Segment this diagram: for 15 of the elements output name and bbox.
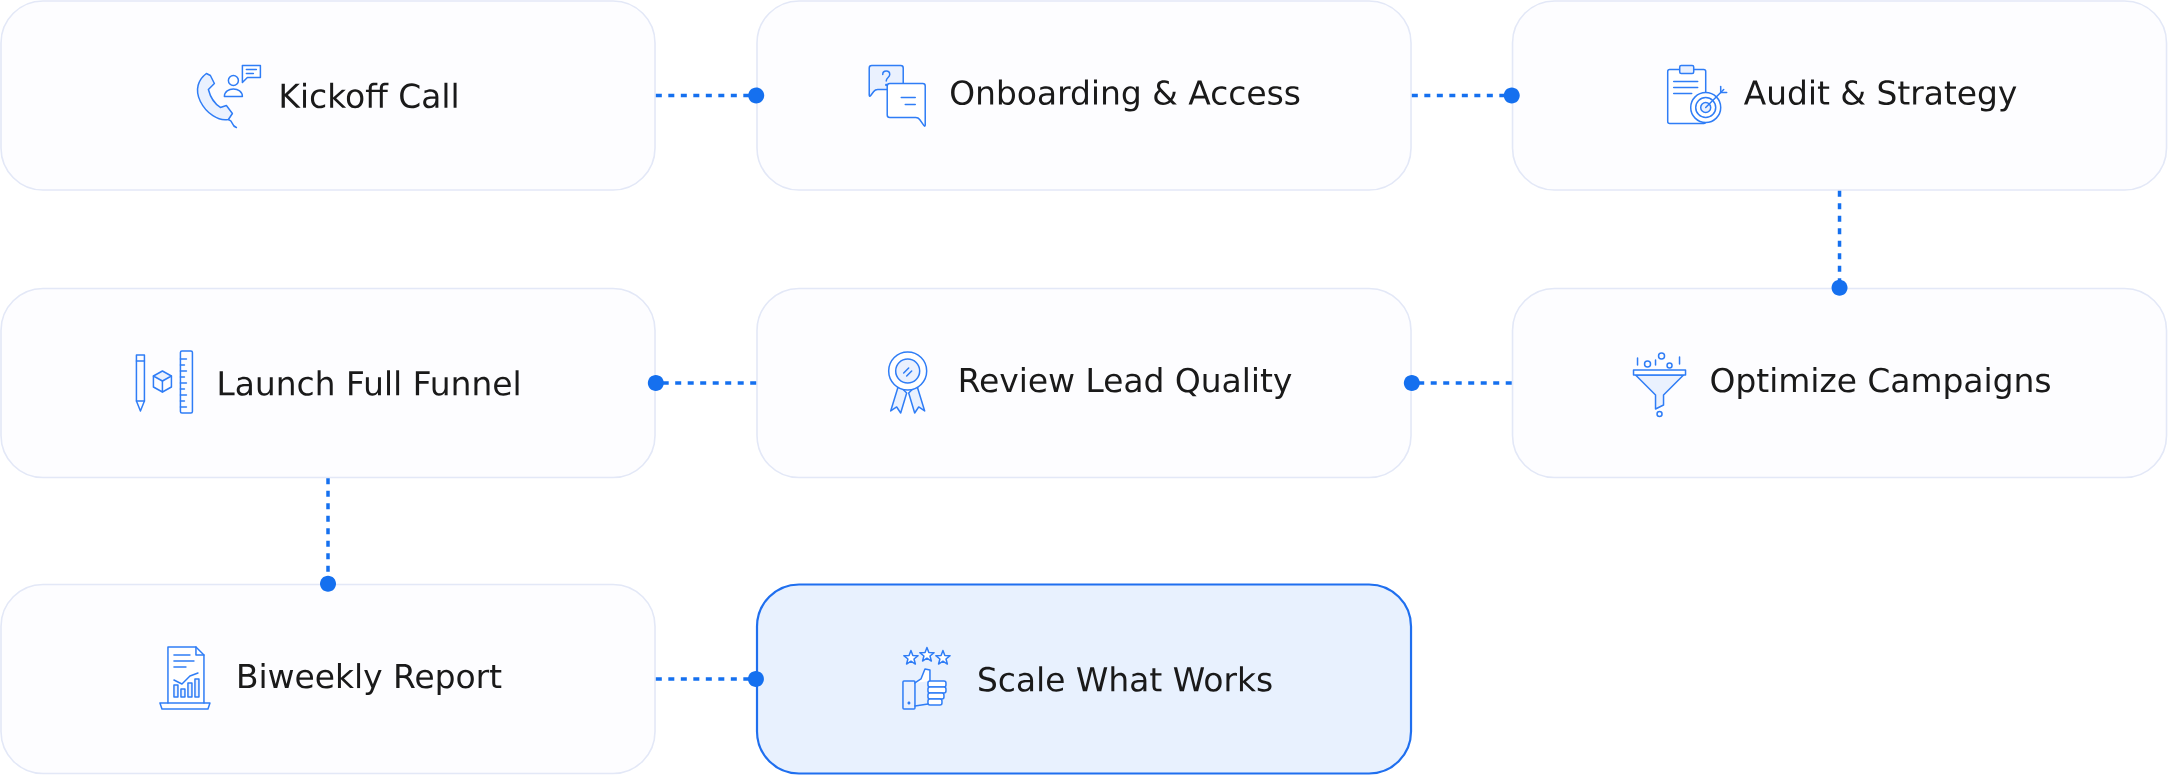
- dotted-connector: [655, 87, 765, 104]
- step-box: Kickoff Call: [0, 0, 656, 191]
- dotted-connector: [655, 671, 764, 687]
- step-box: Audit & Strategy: [1511, 0, 2168, 191]
- dotted-connector: [1403, 375, 1512, 391]
- step-box: Review Lead Quality: [756, 287, 1412, 479]
- step-box: Biweekly Report: [0, 583, 656, 775]
- dotted-connector: [647, 375, 757, 391]
- dotted-connector: [1411, 87, 1520, 104]
- step-box: Optimize Campaigns: [1511, 287, 2168, 479]
- step-box: Scale What Works: [755, 583, 1413, 775]
- dotted-connector: [320, 478, 336, 592]
- step-box: Onboarding & Access: [756, 0, 1412, 191]
- dotted-connector: [1831, 190, 1848, 296]
- step-box: Launch Full Funnel: [0, 287, 656, 479]
